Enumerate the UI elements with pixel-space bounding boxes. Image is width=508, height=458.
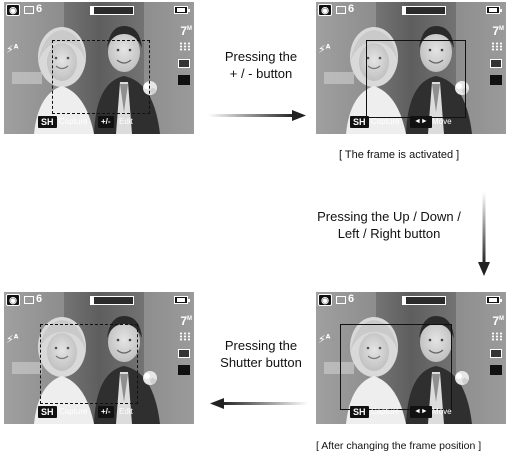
memory-card-icon	[24, 6, 34, 14]
focus-frame	[52, 40, 150, 114]
sh-key: SH	[38, 406, 57, 418]
focus-frame-active	[340, 324, 452, 410]
plus-minus-key: +/-	[98, 116, 114, 128]
metering-icon	[178, 349, 190, 358]
capture-label: Capture	[371, 117, 400, 126]
metering-icon	[178, 59, 190, 68]
camera-screen-after-shutter: ◉ 6 ⚡A 7M SH Capture +/- Edit	[4, 292, 194, 424]
flow-arrow-right	[208, 110, 306, 121]
sh-key: SH	[350, 406, 369, 418]
battery-icon	[486, 6, 502, 14]
image-size-badge: 7M	[492, 314, 504, 328]
move-label: Move	[432, 117, 452, 126]
caption-frame-activated: [ The frame is activated ]	[339, 149, 460, 161]
button-guide: SH Capture ◄► Move	[316, 114, 506, 130]
memory-card-icon	[336, 296, 346, 304]
quality-icon	[491, 332, 502, 341]
edit-label: Edit	[119, 117, 133, 126]
step-label-line: Left / Right button	[337, 226, 441, 241]
flash-auto-icon: ⚡A	[318, 333, 331, 346]
flow-arrow-down	[478, 192, 490, 276]
focus-frame-active	[366, 40, 466, 118]
battery-icon	[174, 6, 190, 14]
zoom-bar-icon	[402, 6, 446, 15]
mode-indicator-icon	[490, 365, 502, 375]
memory-card-icon	[336, 6, 346, 14]
shots-remaining: 6	[36, 293, 43, 305]
camera-mode-icon: ◉	[6, 4, 20, 16]
camera-mode-icon: ◉	[318, 294, 332, 306]
metering-icon	[490, 59, 502, 68]
mode-indicator-icon	[490, 75, 502, 85]
step-label-directions: Pressing the Up / Down / Left / Right bu…	[300, 208, 478, 242]
button-guide: SH Capture +/- Edit	[4, 114, 194, 130]
side-indicators: 7M	[488, 314, 504, 384]
quality-icon	[491, 42, 502, 51]
direction-key: ◄►	[410, 406, 432, 418]
camera-screen-initial: ◉ 6 ⚡A 7M SH Capture +/- Edit	[4, 2, 194, 134]
zoom-bar-icon	[402, 296, 446, 305]
side-indicators: 7M	[488, 24, 504, 94]
step-label-plus-minus: Pressing the + / - button	[206, 48, 316, 82]
focus-frame	[40, 324, 138, 404]
camera-screen-frame-active: ◉ 6 ⚡A 7M SH Capture ◄► Move	[316, 2, 506, 134]
zoom-bar-icon	[90, 296, 134, 305]
camera-mode-icon: ◉	[6, 294, 20, 306]
button-guide: SH Capture ◄► Move	[316, 404, 506, 420]
status-bar: ◉ 6	[4, 2, 194, 18]
step-label-line: Pressing the Up / Down /	[317, 209, 461, 224]
quality-icon	[179, 42, 190, 51]
step-label-line: + / - button	[229, 66, 293, 81]
memory-card-icon	[24, 296, 34, 304]
status-bar: ◉ 6	[4, 292, 194, 308]
move-label: Move	[432, 407, 452, 416]
battery-icon	[174, 296, 190, 304]
step-label-shutter: Pressing the Shutter button	[206, 337, 316, 371]
camera-screen-frame-moved: ◉ 6 ⚡A 7M SH Capture ◄► Move	[316, 292, 506, 424]
capture-label: Capture	[59, 407, 88, 416]
flash-auto-icon: ⚡A	[318, 43, 331, 56]
shots-remaining: 6	[348, 293, 355, 305]
camera-mode-icon: ◉	[318, 4, 332, 16]
side-indicators: 7M	[176, 314, 192, 384]
metering-icon	[490, 349, 502, 358]
button-guide: SH Capture +/- Edit	[4, 404, 194, 420]
flash-auto-icon: ⚡A	[6, 43, 19, 56]
sh-key: SH	[350, 116, 369, 128]
status-bar: ◉ 6	[316, 2, 506, 18]
direction-key: ◄►	[410, 116, 432, 128]
sh-key: SH	[38, 116, 57, 128]
image-size-badge: 7M	[180, 24, 192, 38]
quality-icon	[179, 332, 190, 341]
battery-icon	[486, 296, 502, 304]
mode-indicator-icon	[178, 365, 190, 375]
zoom-bar-icon	[90, 6, 134, 15]
flash-auto-icon: ⚡A	[6, 333, 19, 346]
step-label-line: Pressing the	[224, 338, 298, 353]
plus-minus-key: +/-	[98, 406, 114, 418]
caption-after-change: [ After changing the frame position ]	[316, 440, 482, 452]
capture-label: Capture	[371, 407, 400, 416]
side-indicators: 7M	[176, 24, 192, 94]
image-size-badge: 7M	[492, 24, 504, 38]
shots-remaining: 6	[36, 3, 43, 15]
mode-indicator-icon	[178, 75, 190, 85]
status-bar: ◉ 6	[316, 292, 506, 308]
image-size-badge: 7M	[180, 314, 192, 328]
shots-remaining: 6	[348, 3, 355, 15]
step-label-line: Pressing the	[224, 49, 298, 64]
edit-label: Edit	[119, 407, 133, 416]
flow-arrow-left	[210, 398, 308, 409]
capture-label: Capture	[59, 117, 88, 126]
step-label-line: Shutter button	[220, 355, 302, 370]
